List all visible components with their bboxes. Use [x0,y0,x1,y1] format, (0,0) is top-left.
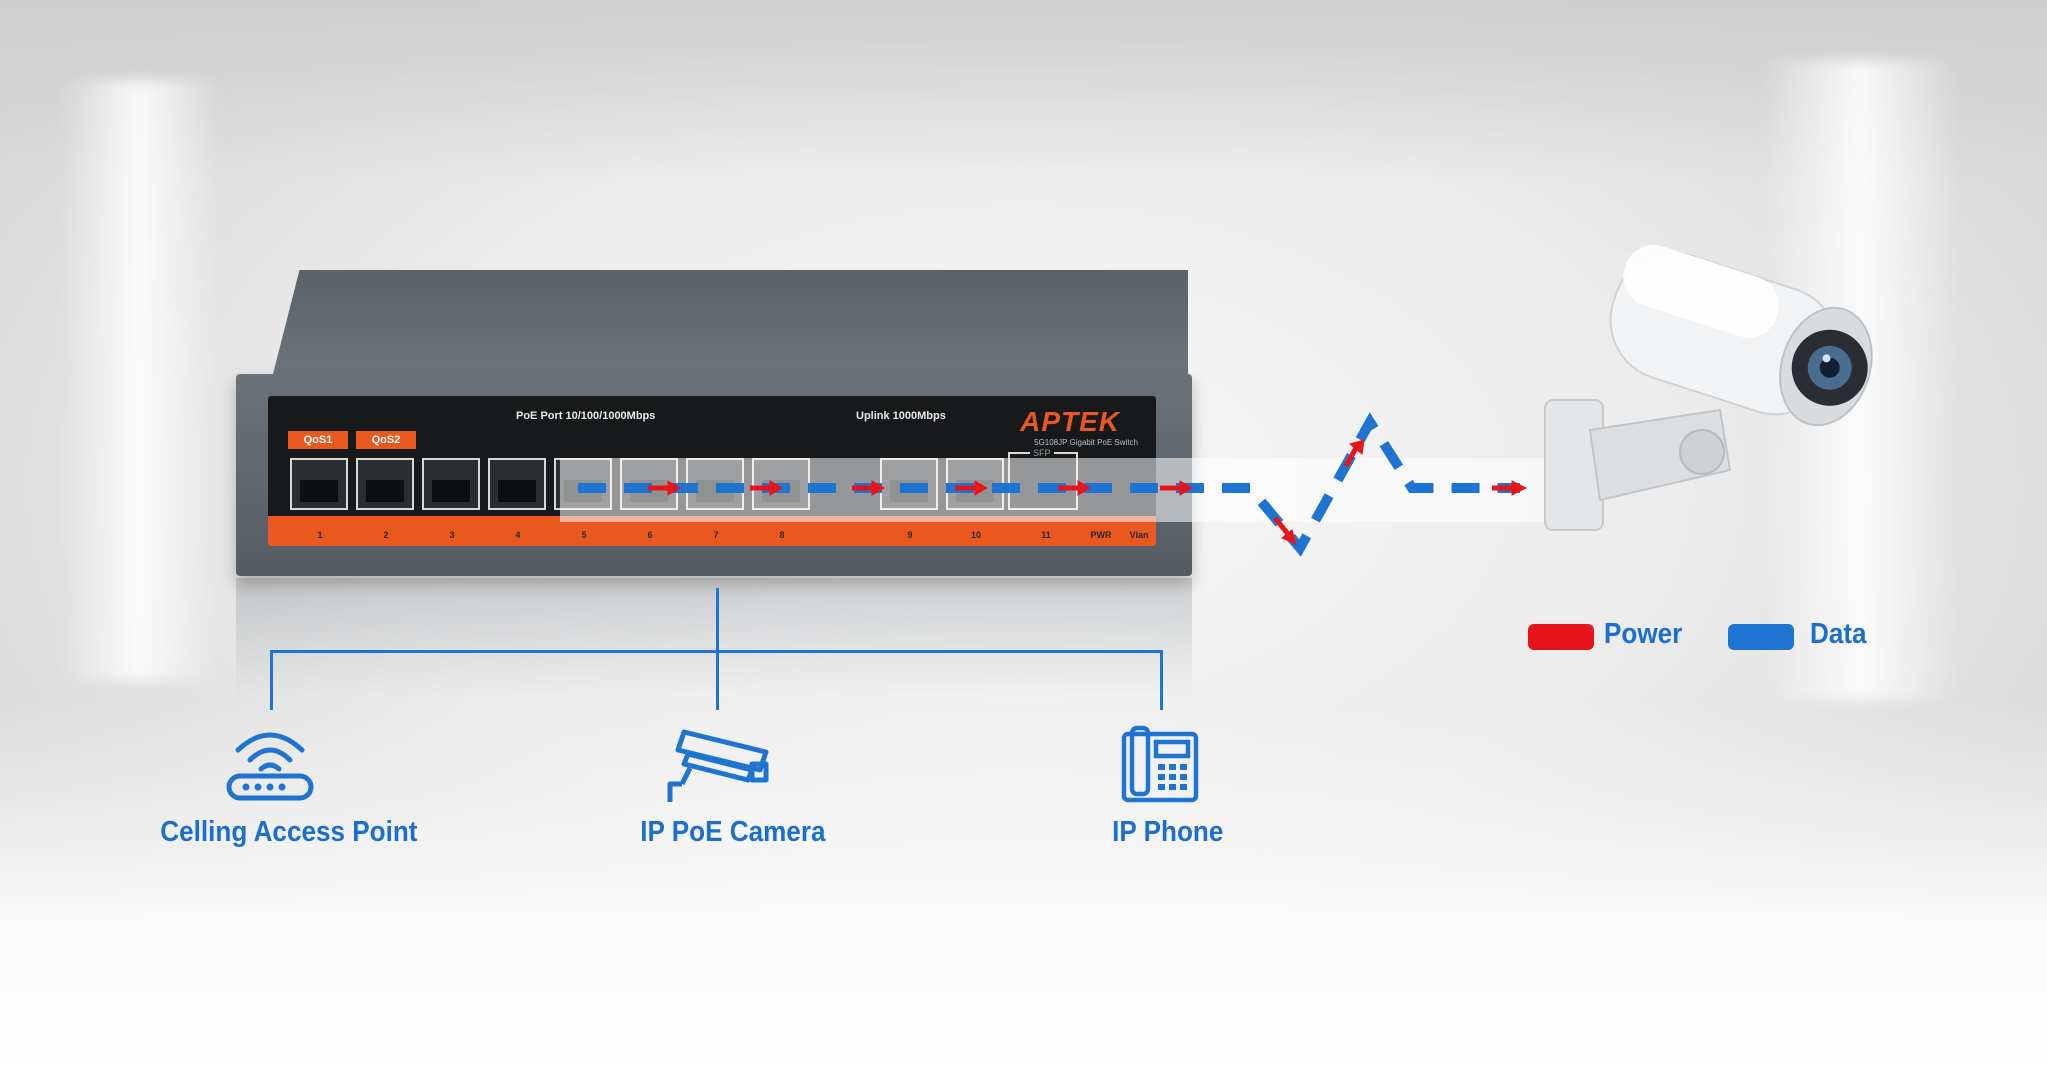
qos2-badge: QoS2 [356,431,416,449]
port-number-9: 9 [907,530,913,540]
access-point-label: Celling Access Point [160,816,418,848]
power-arrow-3 [852,480,885,496]
legend-data-label: Data [1810,618,1867,650]
power-arrow-6 [1160,480,1193,496]
port-number-2: 2 [383,530,389,540]
sfp-label: SFP [1030,448,1054,458]
power-arrow-1 [648,480,681,496]
ethernet-port-2 [356,458,414,510]
poe-port-label: PoE Port 10/100/1000Mbps [516,410,656,422]
security-camera-icon [1544,244,1873,531]
legend-data-swatch [1728,624,1794,650]
power-arrow-2 [750,480,783,496]
brand-logo: APTEK [1020,406,1120,437]
connector-branch-phone [1160,650,1163,710]
port-number-6: 6 [647,530,653,540]
background-ceiling [0,0,2047,180]
ip-phone-icon [1121,725,1199,803]
background-pillar-left [60,80,220,680]
connector-trunk-line [716,588,719,710]
port-number-1: 1 [317,530,323,540]
phone-label: IP Phone [1112,816,1224,848]
switch-top-cover [272,270,1188,378]
power-arrow-5 [1058,480,1091,496]
port-number-7: 7 [713,530,719,540]
port-number-3: 3 [449,530,455,540]
ethernet-port-1 [290,458,348,510]
background-floor [0,700,2047,1080]
power-arrow-4 [955,480,988,496]
legend-power-label: Power [1604,618,1683,650]
pwr-label: PWR [1090,530,1112,540]
data-line [578,412,1520,557]
wifi-router-icon [226,732,314,801]
vlan-label: Vlan [1129,530,1149,540]
camera-body [1609,244,1873,427]
port-number-11: 11 [1041,530,1051,540]
port-number-10: 10 [970,530,981,540]
camera-label: IP PoE Camera [640,816,826,848]
power-arrows [648,439,1528,545]
legend-power-swatch [1528,624,1594,650]
power-arrow-9 [1492,480,1528,496]
switch-reflection [236,578,1192,698]
port-number-4: 4 [515,530,521,540]
ethernet-port-3 [422,458,480,510]
cctv-camera-icon [667,729,769,802]
power-arrow-7 [1273,516,1297,545]
power-arrow-8 [1343,439,1365,468]
uplink-label: Uplink 1000Mbps [856,410,946,422]
port-number-8: 8 [779,530,785,540]
qos1-badge: QoS1 [288,431,348,449]
model-label: 5G108JP Gigabit PoE Switch [1034,438,1138,447]
camera-joint [1679,429,1725,475]
connector-horizontal-line [270,650,1163,653]
ethernet-port-4 [488,458,546,510]
connector-branch-access-point [270,650,273,710]
port-number-5: 5 [581,530,587,540]
data-dashed-path [578,412,1520,557]
